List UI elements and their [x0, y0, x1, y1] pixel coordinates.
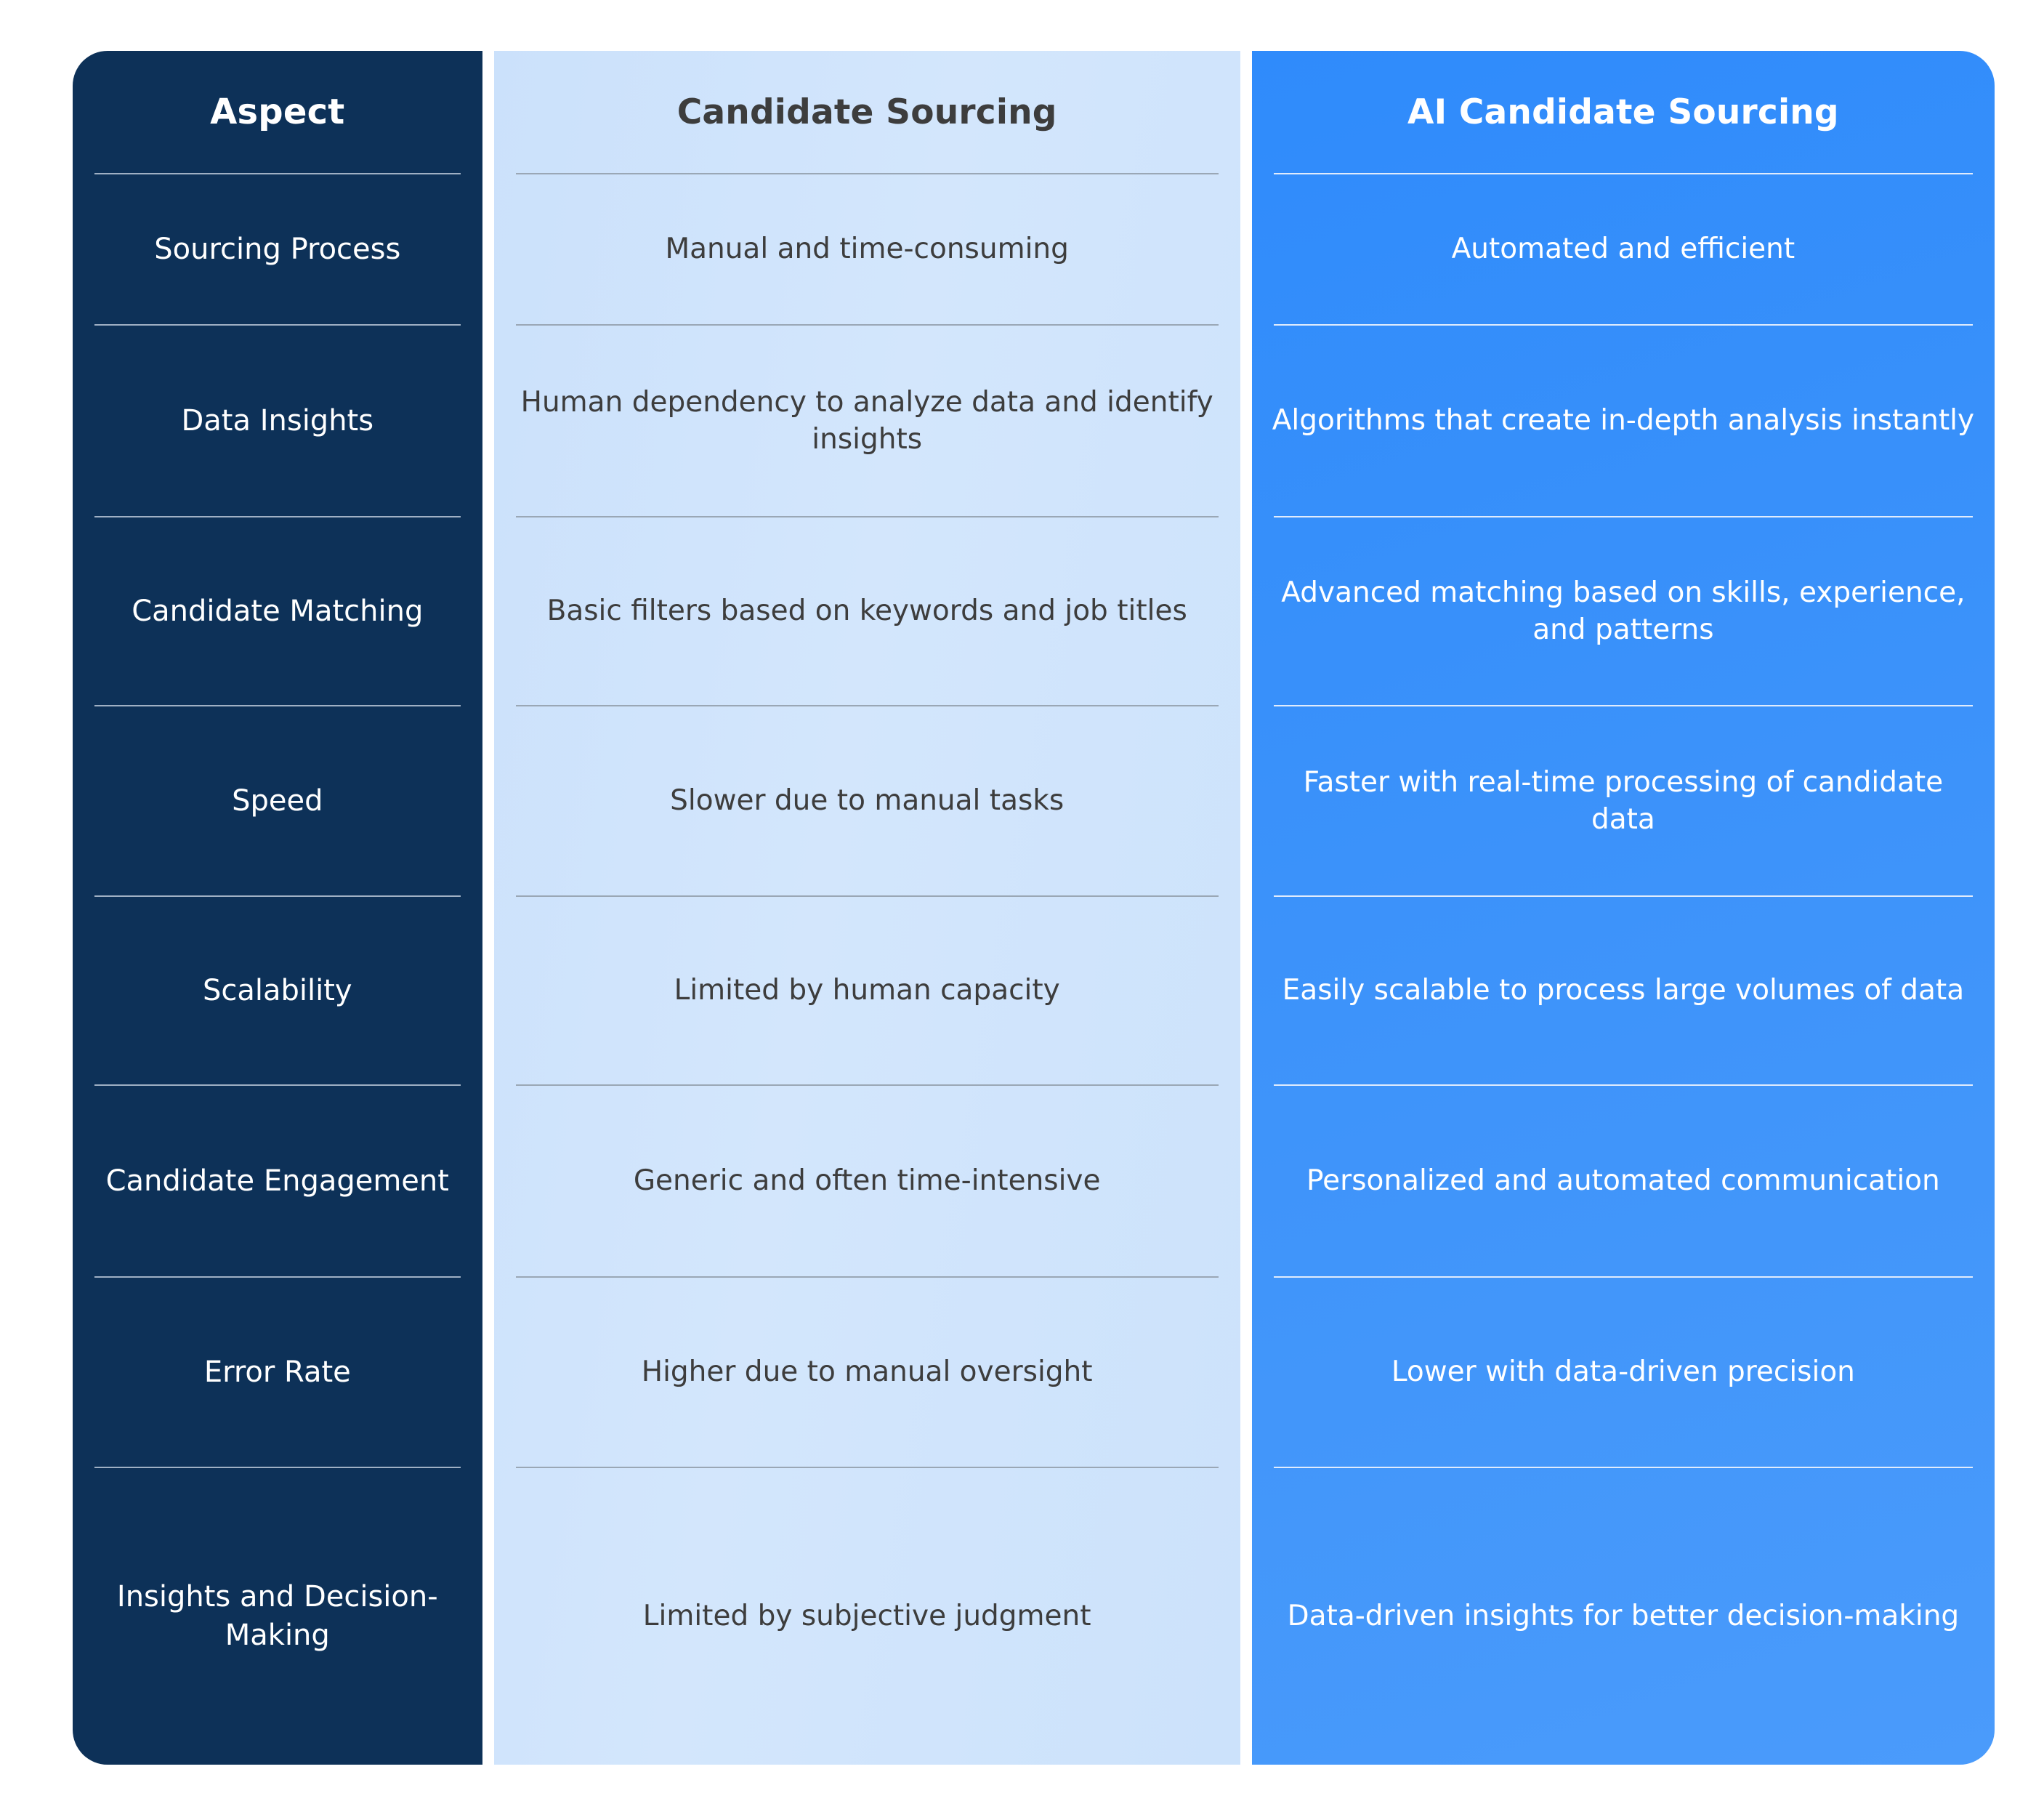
- row-divider: [1273, 1084, 1973, 1086]
- table-cell-ai-5: Personalized and automated communication: [1252, 1086, 1995, 1276]
- cell-text: Data Insights: [181, 403, 374, 438]
- cell-text: Scalability: [202, 973, 352, 1007]
- row-divider: [515, 705, 1219, 706]
- row-divider: [515, 1276, 1219, 1278]
- cell-text: Limited by human capacity: [674, 974, 1060, 1007]
- table-cell-manual-5: Generic and often time-intensive: [494, 1086, 1240, 1276]
- cell-text: Basic filters based on keywords and job …: [546, 595, 1187, 628]
- row-divider: [1273, 516, 1973, 517]
- cell-text: Data-driven insights for better decision…: [1287, 1600, 1960, 1633]
- row-divider: [1273, 324, 1973, 326]
- cell-text: Generic and often time-intensive: [633, 1164, 1101, 1198]
- table-cell-ai-4: Easily scalable to process large volumes…: [1252, 897, 1995, 1084]
- column-header-ai-candidate-sourcing: AI Candidate Sourcing: [1407, 92, 1839, 132]
- row-divider: [1273, 705, 1973, 706]
- cell-text: Personalized and automated communication: [1306, 1164, 1940, 1198]
- row-divider: [515, 1084, 1219, 1086]
- comparison-table: Aspect Sourcing Process Data Insights Ca…: [73, 51, 1995, 1765]
- cell-text: Limited by subjective judgment: [642, 1600, 1091, 1633]
- table-cell-ai-6: Lower with data-driven precision: [1252, 1278, 1995, 1467]
- cell-text: Candidate Matching: [132, 594, 424, 628]
- column-candidate-sourcing: Candidate Sourcing Manual and time-consu…: [493, 51, 1240, 1765]
- cell-text: Advanced matching based on skills, exper…: [1281, 576, 1966, 646]
- table-cell-aspect-6: Error Rate: [73, 1278, 482, 1467]
- row-divider: [515, 324, 1219, 326]
- table-cell-aspect-4: Scalability: [73, 897, 482, 1084]
- table-cell-ai-0: Automated and efficient: [1252, 174, 1995, 324]
- row-divider: [94, 705, 461, 706]
- header-divider: [1273, 173, 1973, 174]
- table-cell-aspect-5: Candidate Engagement: [73, 1086, 482, 1276]
- cell-text: Speed: [232, 783, 323, 818]
- table-cell-manual-3: Slower due to manual tasks: [494, 706, 1240, 895]
- row-divider: [515, 516, 1219, 517]
- cell-text: Error Rate: [203, 1355, 351, 1389]
- cell-text: Human dependency to analyze data and ide…: [520, 385, 1213, 456]
- table-cell-ai-7: Data-driven insights for better decision…: [1252, 1468, 1995, 1765]
- table-cell-manual-6: Higher due to manual oversight: [494, 1278, 1240, 1467]
- table-cell-aspect-0: Sourcing Process: [73, 174, 482, 324]
- table-cell-manual-2: Basic filters based on keywords and job …: [494, 517, 1240, 705]
- cell-text: Algorithms that create in-depth analysis…: [1272, 404, 1975, 438]
- table-cell-ai-3: Faster with real-time processing of cand…: [1252, 706, 1995, 895]
- cell-text: Sourcing Process: [154, 232, 401, 266]
- table-cell-ai-2: Advanced matching based on skills, exper…: [1252, 517, 1995, 705]
- cell-text: Insights and Decision-Making: [116, 1580, 438, 1652]
- column-header-candidate-sourcing: Candidate Sourcing: [676, 92, 1057, 132]
- table-cell-manual-1: Human dependency to analyze data and ide…: [494, 326, 1240, 516]
- row-divider: [94, 895, 461, 897]
- cell-text: Candidate Engagement: [105, 1164, 449, 1198]
- row-divider: [515, 1467, 1219, 1468]
- column-gap-2: [1240, 51, 1252, 1765]
- cell-text: Manual and time-consuming: [665, 233, 1069, 266]
- candidate-sourcing-cells: Manual and time-consuming Human dependen…: [494, 174, 1240, 1765]
- cell-text: Lower with data-driven precision: [1391, 1355, 1855, 1389]
- column-gap-1: [482, 51, 494, 1765]
- row-divider: [94, 1467, 461, 1468]
- cell-text: Higher due to manual oversight: [641, 1355, 1093, 1389]
- row-divider: [1273, 1276, 1973, 1278]
- table-cell-manual-7: Limited by subjective judgment: [494, 1468, 1240, 1765]
- row-divider: [94, 1276, 461, 1278]
- row-divider: [1273, 895, 1973, 897]
- header-divider: [94, 173, 461, 174]
- row-divider: [1273, 1467, 1973, 1468]
- column-header-aspect: Aspect: [210, 92, 345, 132]
- cell-text: Faster with real-time processing of cand…: [1303, 765, 1944, 836]
- aspect-cells: Sourcing Process Data Insights Candidate…: [73, 174, 482, 1765]
- row-divider: [515, 895, 1219, 897]
- table-cell-aspect-1: Data Insights: [73, 326, 482, 516]
- row-divider: [94, 1084, 461, 1086]
- header-divider: [515, 173, 1219, 174]
- cell-text: Easily scalable to process large volumes…: [1282, 974, 1965, 1007]
- row-divider: [94, 516, 461, 517]
- column-aspect: Aspect Sourcing Process Data Insights Ca…: [73, 51, 482, 1765]
- column-ai-candidate-sourcing: AI Candidate Sourcing Automated and effi…: [1251, 51, 1995, 1765]
- table-cell-aspect-2: Candidate Matching: [73, 517, 482, 705]
- cell-text: Automated and efficient: [1451, 233, 1795, 266]
- table-cell-ai-1: Algorithms that create in-depth analysis…: [1252, 326, 1995, 516]
- table-cell-manual-4: Limited by human capacity: [494, 897, 1240, 1084]
- row-divider: [94, 324, 461, 326]
- table-cell-manual-0: Manual and time-consuming: [494, 174, 1240, 324]
- table-cell-aspect-3: Speed: [73, 706, 482, 895]
- cell-text: Slower due to manual tasks: [670, 784, 1065, 818]
- ai-candidate-sourcing-cells: Automated and efficient Algorithms that …: [1252, 174, 1995, 1765]
- table-cell-aspect-7: Insights and Decision-Making: [73, 1468, 482, 1765]
